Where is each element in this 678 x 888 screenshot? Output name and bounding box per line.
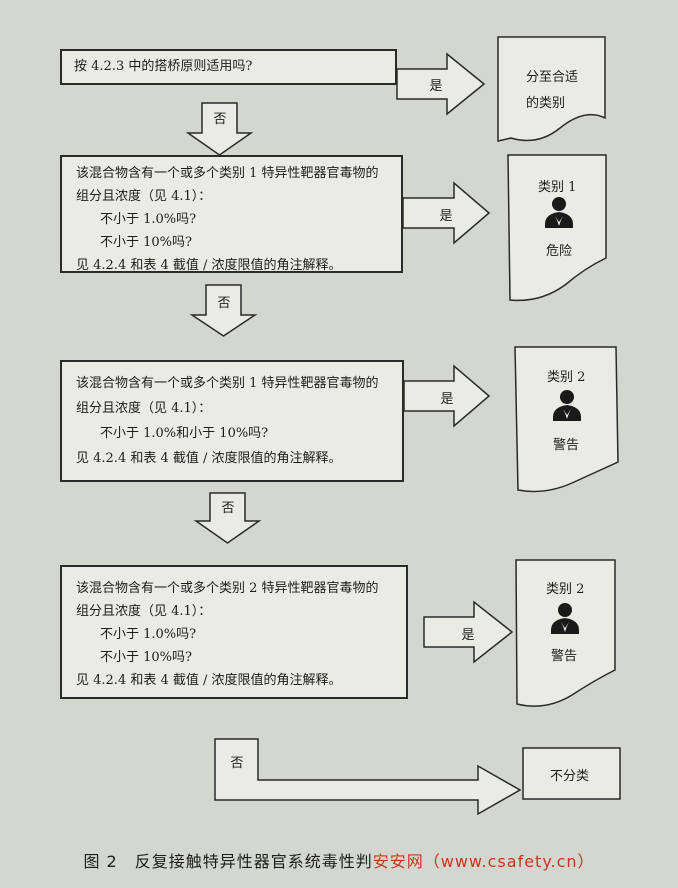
no-arrow-4: [214, 738, 522, 816]
yes-arrow-1: [396, 52, 486, 116]
health-hazard-icon: [545, 197, 573, 228]
yes-label-2: 是: [439, 209, 453, 224]
question-box-1: 按 4.2.3 中的搭桥原则适用吗?: [60, 49, 397, 85]
question-2-line-4: 不小于 10%吗?: [100, 235, 192, 250]
no-arrow-1: [185, 102, 254, 156]
no-label-1: 否: [213, 112, 227, 127]
no-arrow-3: [193, 492, 262, 544]
yes-arrow-4: [423, 600, 514, 664]
outcome-5-text: 不分类: [550, 769, 590, 784]
question-4-line-2: 组分且浓度（见 4.1）：: [76, 604, 212, 619]
health-hazard-icon: [553, 390, 581, 421]
question-4-line-1: 该混合物含有一个或多个类别 2 特异性靶器官毒物的: [76, 581, 379, 596]
outcome-doc-1: [497, 36, 606, 142]
question-3-line-1: 该混合物含有一个或多个类别 1 特异性靶器官毒物的: [76, 376, 379, 391]
yes-label-3: 是: [440, 392, 454, 407]
outcome-3-signal: 警告: [553, 438, 580, 453]
yes-arrow-3: [403, 364, 491, 428]
question-2-line-1: 该混合物含有一个或多个类别 1 特异性靶器官毒物的: [76, 166, 379, 181]
question-2-line-3: 不小于 1.0%吗?: [100, 212, 197, 227]
outcome-4-signal: 警告: [551, 649, 578, 664]
watermark-url: （www.csafety.cn）: [423, 852, 595, 871]
yes-arrow-2: [402, 181, 491, 245]
question-2-line-5: 见 4.2.4 和表 4 截值 / 浓度限值的角注解释。: [76, 258, 342, 273]
health-hazard-icon: [551, 603, 579, 634]
yes-label-1: 是: [429, 79, 443, 94]
outcome-box-5: [522, 747, 621, 800]
question-4-line-4: 不小于 10%吗?: [100, 650, 192, 665]
no-label-4: 否: [230, 756, 244, 771]
question-4-line-5: 见 4.2.4 和表 4 截值 / 浓度限值的角注解释。: [76, 673, 342, 688]
question-4-line-3: 不小于 1.0%吗?: [100, 627, 197, 642]
question-2-line-2: 组分且浓度（见 4.1）：: [76, 189, 212, 204]
yes-label-4: 是: [461, 628, 475, 643]
no-arrow-2: [189, 284, 258, 337]
question-3-line-3: 不小于 1.0%和小于 10%吗?: [100, 426, 269, 441]
question-box-2: 该混合物含有一个或多个类别 1 特异性靶器官毒物的 组分且浓度（见 4.1）： …: [60, 155, 403, 273]
watermark-text: 安安网: [372, 852, 424, 871]
caption-text: 图 2 反复接触特异性器官系统毒性判: [83, 852, 373, 871]
figure-caption: 图 2 反复接触特异性器官系统毒性判安安网（www.csafety.cn）: [0, 848, 678, 872]
question-box-3: 该混合物含有一个或多个类别 1 特异性靶器官毒物的 组分且浓度（见 4.1）： …: [60, 360, 404, 482]
question-box-4: 该混合物含有一个或多个类别 2 特异性靶器官毒物的 组分且浓度（见 4.1）： …: [60, 565, 408, 699]
question-3-line-4: 见 4.2.4 和表 4 截值 / 浓度限值的角注解释。: [76, 451, 342, 466]
outcome-4-category: 类别 2: [546, 582, 585, 597]
outcome-2-signal: 危险: [546, 244, 573, 259]
no-label-3: 否: [221, 501, 235, 516]
outcome-1-line-1: 分至合适: [526, 70, 579, 85]
no-label-2: 否: [217, 296, 231, 311]
outcome-3-category: 类别 2: [547, 370, 586, 385]
outcome-2-category: 类别 1: [538, 180, 577, 195]
question-1-text: 按 4.2.3 中的搭桥原则适用吗?: [74, 59, 253, 74]
outcome-1-line-2: 的类别: [526, 96, 566, 111]
question-3-line-2: 组分且浓度（见 4.1）：: [76, 401, 212, 416]
